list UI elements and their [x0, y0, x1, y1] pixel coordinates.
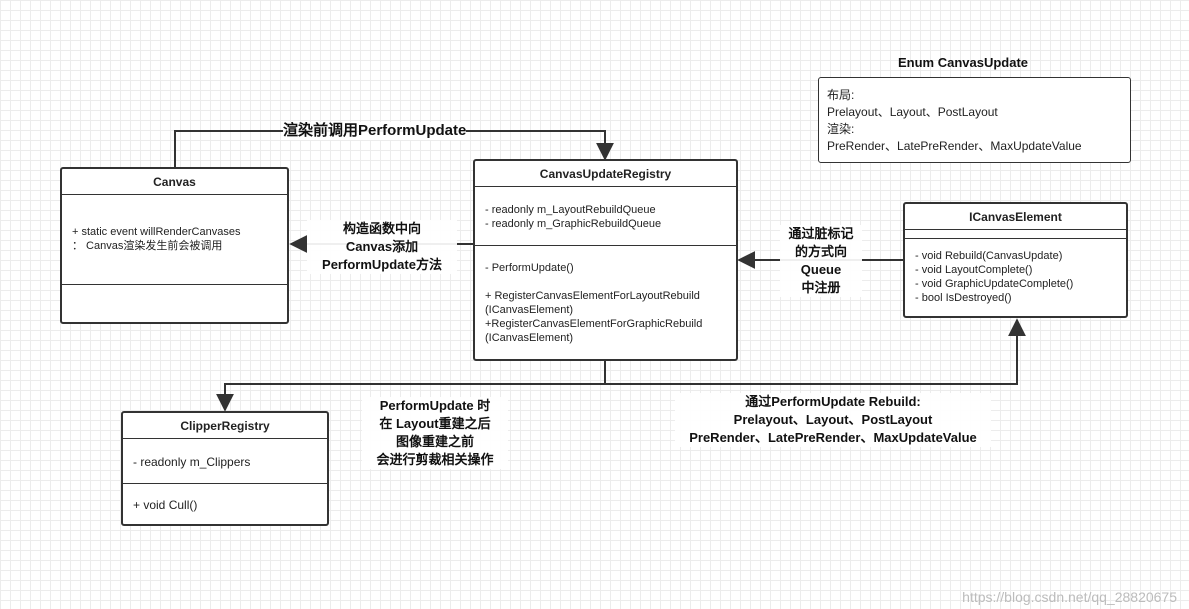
clipper-methods: + void Cull()	[123, 483, 327, 512]
registry-field: - readonly m_GraphicRebuildQueue	[485, 218, 662, 230]
element-method: - void LayoutComplete()	[915, 264, 1033, 276]
arrow-registry-to-element	[605, 318, 1026, 385]
label-line: 图像重建之前	[395, 434, 474, 449]
label-line: 会进行剪裁相关操作	[376, 452, 494, 467]
label-line: PerformUpdate方法	[322, 257, 442, 272]
canvas-members: + static event willRenderCanvases ： Canv…	[62, 195, 287, 284]
label-construct: 构造函数中向 Canvas添加 PerformUpdate方法	[307, 220, 457, 274]
label-line: 通过脏标记	[788, 226, 854, 241]
clipper-class-title: ClipperRegistry	[123, 413, 327, 439]
clipper-class-box[interactable]: ClipperRegistry - readonly m_Clippers + …	[121, 411, 329, 526]
label-line: Queue	[800, 262, 842, 277]
canvas-member: + static event willRenderCanvases	[72, 226, 241, 238]
label-line: Prelayout、Layout、PostLayout	[733, 412, 933, 427]
arrow-registry-to-clipper	[216, 361, 606, 412]
label-dirty-register: 通过脏标记 的方式向 Queue 中注册	[780, 225, 862, 297]
clipper-method: + void Cull()	[133, 498, 198, 512]
registry-method: + RegisterCanvasElementForLayoutRebuild	[485, 290, 700, 302]
label-rebuild: 通过PerformUpdate Rebuild: Prelayout、Layou…	[675, 393, 991, 447]
registry-method: - PerformUpdate()	[485, 262, 574, 274]
enum-line: 渲染:	[827, 122, 855, 136]
enum-line: PreRender、LatePreRender、MaxUpdateValue	[827, 139, 1082, 153]
element-method: - void Rebuild(CanvasUpdate)	[915, 250, 1063, 262]
canvas-methods	[62, 284, 287, 322]
label-line: PerformUpdate 时	[379, 398, 491, 413]
element-method: - void GraphicUpdateComplete()	[915, 278, 1074, 290]
label-line: Canvas添加	[345, 239, 419, 254]
element-method: - bool IsDestroyed()	[915, 292, 1012, 304]
label-line: PreRender、LatePreRender、MaxUpdateValue	[689, 430, 977, 445]
label-line: 构造函数中向	[342, 221, 421, 236]
element-interface-box[interactable]: ICanvasElement - void Rebuild(CanvasUpda…	[903, 202, 1128, 318]
registry-method	[485, 275, 726, 289]
enum-line: Prelayout、Layout、PostLayout	[827, 105, 998, 119]
registry-class-box[interactable]: CanvasUpdateRegistry - readonly m_Layout…	[473, 159, 738, 361]
element-interface-title: ICanvasElement	[905, 204, 1126, 230]
registry-method: +RegisterCanvasElementForGraphicRebuild	[485, 318, 703, 330]
label-line: 通过PerformUpdate Rebuild:	[745, 394, 921, 409]
label-line: 在 Layout重建之后	[379, 416, 491, 431]
registry-fields: - readonly m_LayoutRebuildQueue - readon…	[475, 187, 736, 245]
clipper-field: - readonly m_Clippers	[133, 455, 251, 469]
registry-class-title: CanvasUpdateRegistry	[475, 161, 736, 187]
element-methods: - void Rebuild(CanvasUpdate) - void Layo…	[905, 238, 1126, 305]
canvas-class-box[interactable]: Canvas + static event willRenderCanvases…	[60, 167, 289, 324]
label-line: 的方式向	[794, 244, 847, 259]
registry-method: (ICanvasElement)	[485, 332, 574, 344]
label-perform-update: PerformUpdate 时 在 Layout重建之后 图像重建之前 会进行剪…	[362, 397, 508, 469]
enum-box: 布局: Prelayout、Layout、PostLayout 渲染: PreR…	[818, 77, 1131, 163]
clipper-fields: - readonly m_Clippers	[123, 439, 327, 483]
registry-methods: - PerformUpdate() + RegisterCanvasElemen…	[475, 245, 736, 345]
watermark: https://blog.csdn.net/qq_28820675	[962, 589, 1177, 605]
registry-field: - readonly m_LayoutRebuildQueue	[485, 204, 656, 216]
canvas-class-title: Canvas	[62, 169, 287, 195]
label-render-before: 渲染前调用PerformUpdate	[283, 122, 467, 140]
enum-line: 布局:	[827, 88, 855, 102]
canvas-member: ： Canvas渲染发生前会被调用	[72, 240, 223, 252]
label-line: 中注册	[801, 280, 841, 295]
registry-method: (ICanvasElement)	[485, 304, 574, 316]
enum-title: Enum CanvasUpdate	[898, 55, 1029, 70]
